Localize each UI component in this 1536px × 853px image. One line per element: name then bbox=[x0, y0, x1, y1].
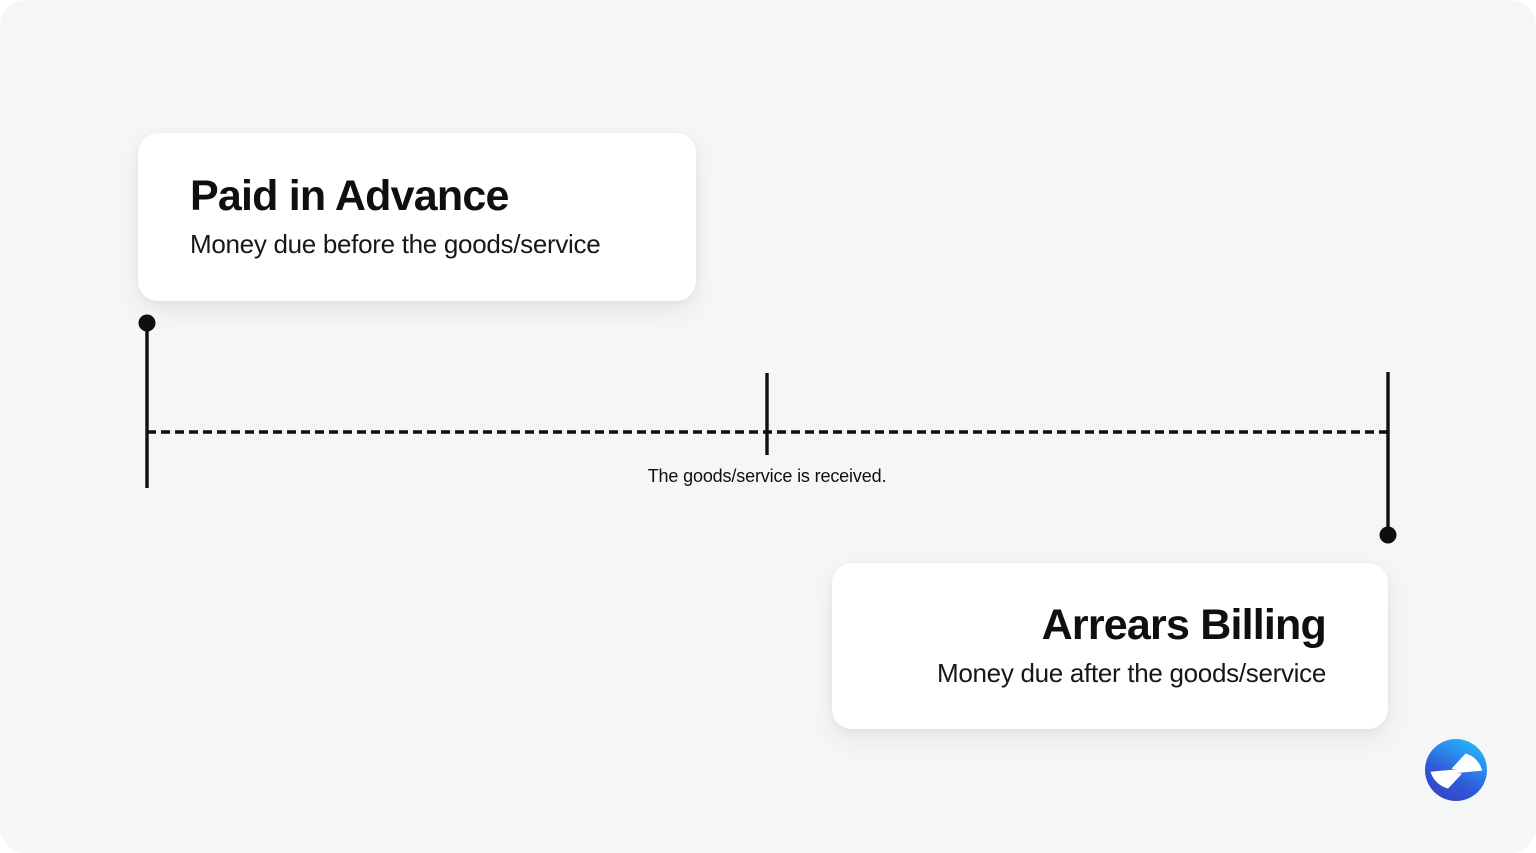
timeline-start-marker-dot bbox=[138, 314, 156, 332]
card-paid-in-advance: Paid in Advance Money due before the goo… bbox=[138, 133, 696, 301]
card-arrears-billing: Arrears Billing Money due after the good… bbox=[832, 563, 1388, 729]
card-arrears-billing-subtitle: Money due after the goods/service bbox=[937, 657, 1326, 688]
card-arrears-billing-title: Arrears Billing bbox=[1041, 601, 1327, 650]
card-paid-in-advance-subtitle: Money due before the goods/service bbox=[190, 228, 601, 259]
card-paid-in-advance-title: Paid in Advance bbox=[190, 172, 509, 221]
lightning-bolt-logo bbox=[1425, 739, 1487, 801]
timeline-end-marker-dot bbox=[1379, 526, 1397, 544]
timeline-milestone-caption: The goods/service is received. bbox=[647, 466, 887, 486]
logo-bolt-mark bbox=[1430, 753, 1483, 789]
